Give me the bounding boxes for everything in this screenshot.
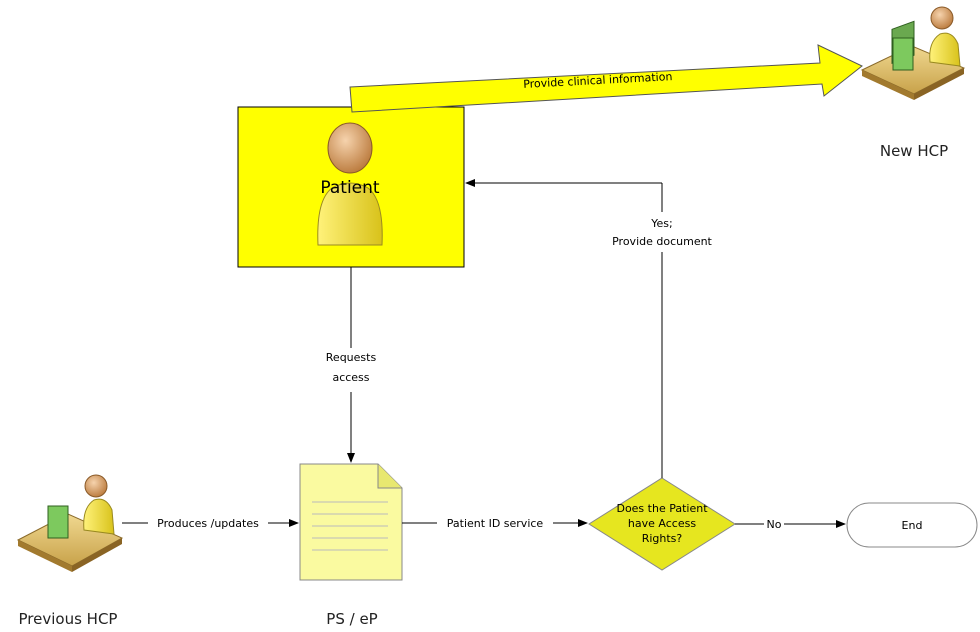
new-hcp-label: New HCP [880,142,948,160]
decision-line-3: Rights? [642,532,683,545]
ps-ep-label: PS / eP [326,610,377,628]
patient-id-label: Patient ID service [447,517,544,530]
decision-line-2: have Access [628,517,696,530]
requests-label-1: Requests [326,351,377,364]
document-icon [299,463,403,581]
decision-diamond [588,477,736,571]
yes-label-1: Yes; [650,217,672,230]
requests-label-2: access [332,371,369,384]
patient-figure-icon [317,122,383,246]
patient-label: Patient [320,178,380,198]
produces-label: Produces /updates [157,517,259,530]
no-label: No [767,518,782,531]
decision-line-1: Does the Patient [616,502,708,515]
provide-clinical-arrow [349,44,863,113]
end-terminator [846,502,978,548]
end-label: End [902,519,923,532]
previous-hcp-icon [16,474,124,572]
previous-hcp-label: Previous HCP [19,610,118,628]
yes-label-2: Provide document [612,235,712,248]
new-hcp-icon [860,6,966,100]
